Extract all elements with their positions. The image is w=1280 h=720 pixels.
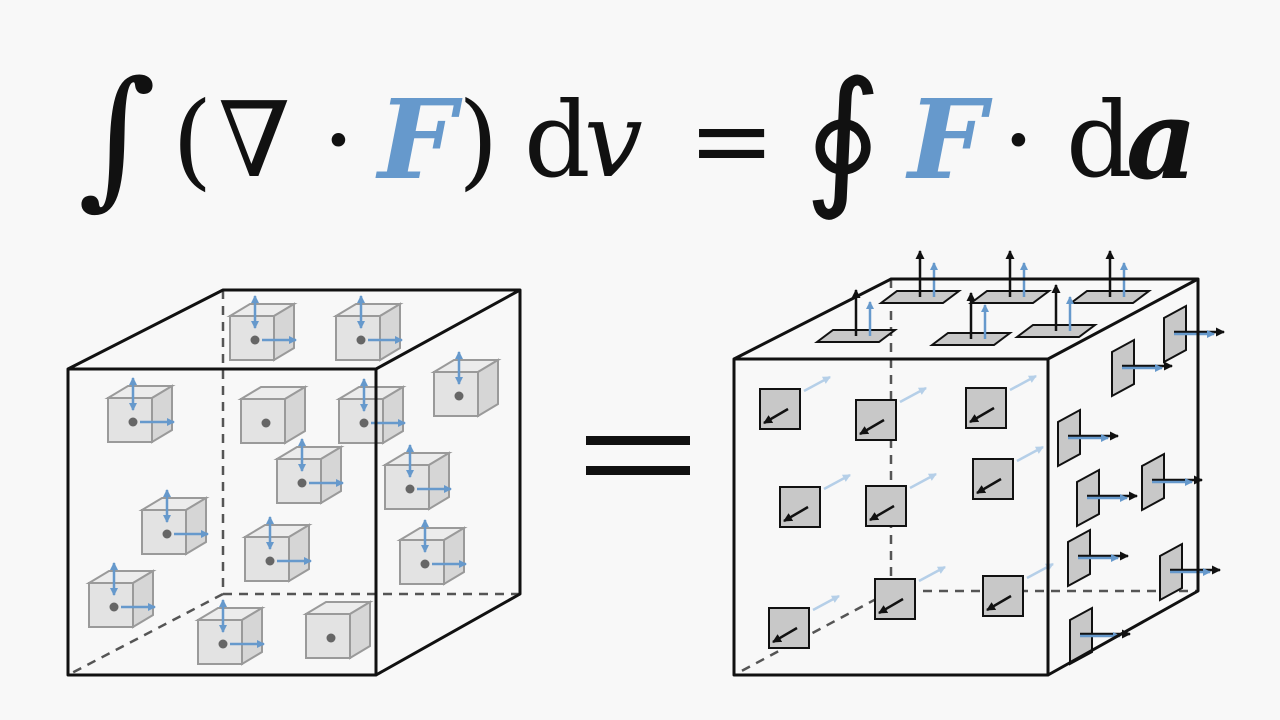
surface-patch-icon <box>878 250 962 304</box>
area-a: a <box>1126 75 1197 204</box>
nabla-symbol: ∇ <box>218 79 291 201</box>
flux-arrow-icon <box>899 386 927 404</box>
small-cube <box>104 377 176 444</box>
surface-patches-group <box>759 250 1225 666</box>
cube-center-dot <box>250 335 260 345</box>
surface-patch-icon <box>1141 452 1203 512</box>
flux-arrow-icon <box>909 472 937 490</box>
small-cube <box>226 295 298 362</box>
cube-center-dot <box>265 556 275 566</box>
small-cube <box>241 516 313 583</box>
flux-arrow-icon <box>1016 445 1044 463</box>
contour-integral-symbol: ∮ <box>804 50 882 224</box>
cube-center-dot <box>356 335 366 345</box>
volume-cube <box>66 288 522 677</box>
small-cube <box>381 444 453 511</box>
differential-d-lhs: d <box>524 79 591 201</box>
surface-patch-icon <box>1111 338 1173 398</box>
surface-patch-icon <box>1068 250 1152 304</box>
flux-arrow-icon <box>1009 374 1037 392</box>
flux-arrow-icon <box>812 594 840 612</box>
surface-patch-icon <box>768 594 840 649</box>
normal-arrow-icon <box>986 594 1012 612</box>
open-paren: ( <box>172 79 213 201</box>
small-cube <box>430 351 502 418</box>
cube-center-dot <box>359 418 369 428</box>
normal-arrow-icon <box>869 504 895 522</box>
integral-symbol: ∫ <box>78 50 156 224</box>
normal-arrow-icon <box>878 597 904 615</box>
cube-center-dot <box>218 639 228 649</box>
field-symbol-lhs: F <box>375 75 463 204</box>
dot-operator-rhs: · <box>1002 79 1035 201</box>
cube-center-dot <box>454 391 464 401</box>
surface-patch-icon <box>982 562 1054 617</box>
small-cube <box>237 385 309 445</box>
surface-patch-icon <box>855 386 927 441</box>
surface-patch-icon <box>1076 468 1138 528</box>
cube-center-dot <box>109 602 119 612</box>
middle-equals-sign <box>586 436 690 475</box>
cube-center-dot <box>405 484 415 494</box>
cube-center-dot <box>261 418 271 428</box>
surface-patch-icon <box>1057 408 1119 468</box>
surface-patch-icon <box>1159 542 1221 602</box>
surface-patch-icon <box>965 374 1037 429</box>
surface-patch-icon <box>779 473 851 528</box>
small-cube <box>335 378 407 445</box>
cube-center-dot <box>128 417 138 427</box>
close-paren: ) <box>458 79 499 201</box>
small-cube <box>332 295 404 362</box>
normal-arrow-icon <box>859 418 885 436</box>
small-cubes-group <box>85 295 502 666</box>
surface-patch-icon <box>1014 284 1098 338</box>
surface-cube <box>732 250 1225 677</box>
surface-patch-icon <box>929 292 1013 346</box>
volume-v: v <box>584 79 643 201</box>
small-cube <box>138 489 210 556</box>
surface-patch-icon <box>814 289 898 343</box>
small-cube <box>273 438 345 505</box>
surface-patch-icon <box>865 472 937 527</box>
normal-arrow-icon <box>763 407 789 425</box>
equation-equals: = <box>688 79 775 201</box>
normal-arrow-icon <box>976 477 1002 495</box>
small-cube <box>396 519 468 586</box>
surface-patch-icon <box>968 250 1052 304</box>
flux-arrow-icon <box>823 473 851 491</box>
surface-patch-icon <box>972 445 1044 500</box>
normal-arrow-icon <box>969 406 995 424</box>
differential-d-rhs: d <box>1066 79 1133 201</box>
flux-arrow-icon <box>918 565 946 583</box>
normal-arrow-icon <box>783 505 809 523</box>
surface-patch-icon <box>874 565 946 620</box>
small-cube <box>302 600 374 660</box>
cube-center-dot <box>162 529 172 539</box>
small-cube <box>85 562 157 629</box>
small-cube <box>194 599 266 666</box>
normal-arrow-icon <box>772 626 798 644</box>
field-symbol-rhs: F <box>905 75 993 204</box>
flux-arrow-icon <box>803 375 831 393</box>
surface-patch-icon <box>1163 304 1225 364</box>
dot-operator-lhs: · <box>322 79 355 201</box>
divergence-equation: ∫ ( ∇ · F ) d v = ∮ F · d a <box>78 50 1197 224</box>
cube-center-dot <box>420 559 430 569</box>
surface-patch-icon <box>1067 528 1129 588</box>
cube-center-dot <box>297 478 307 488</box>
surface-patch-icon <box>759 375 831 430</box>
cube-center-dot <box>326 633 336 643</box>
